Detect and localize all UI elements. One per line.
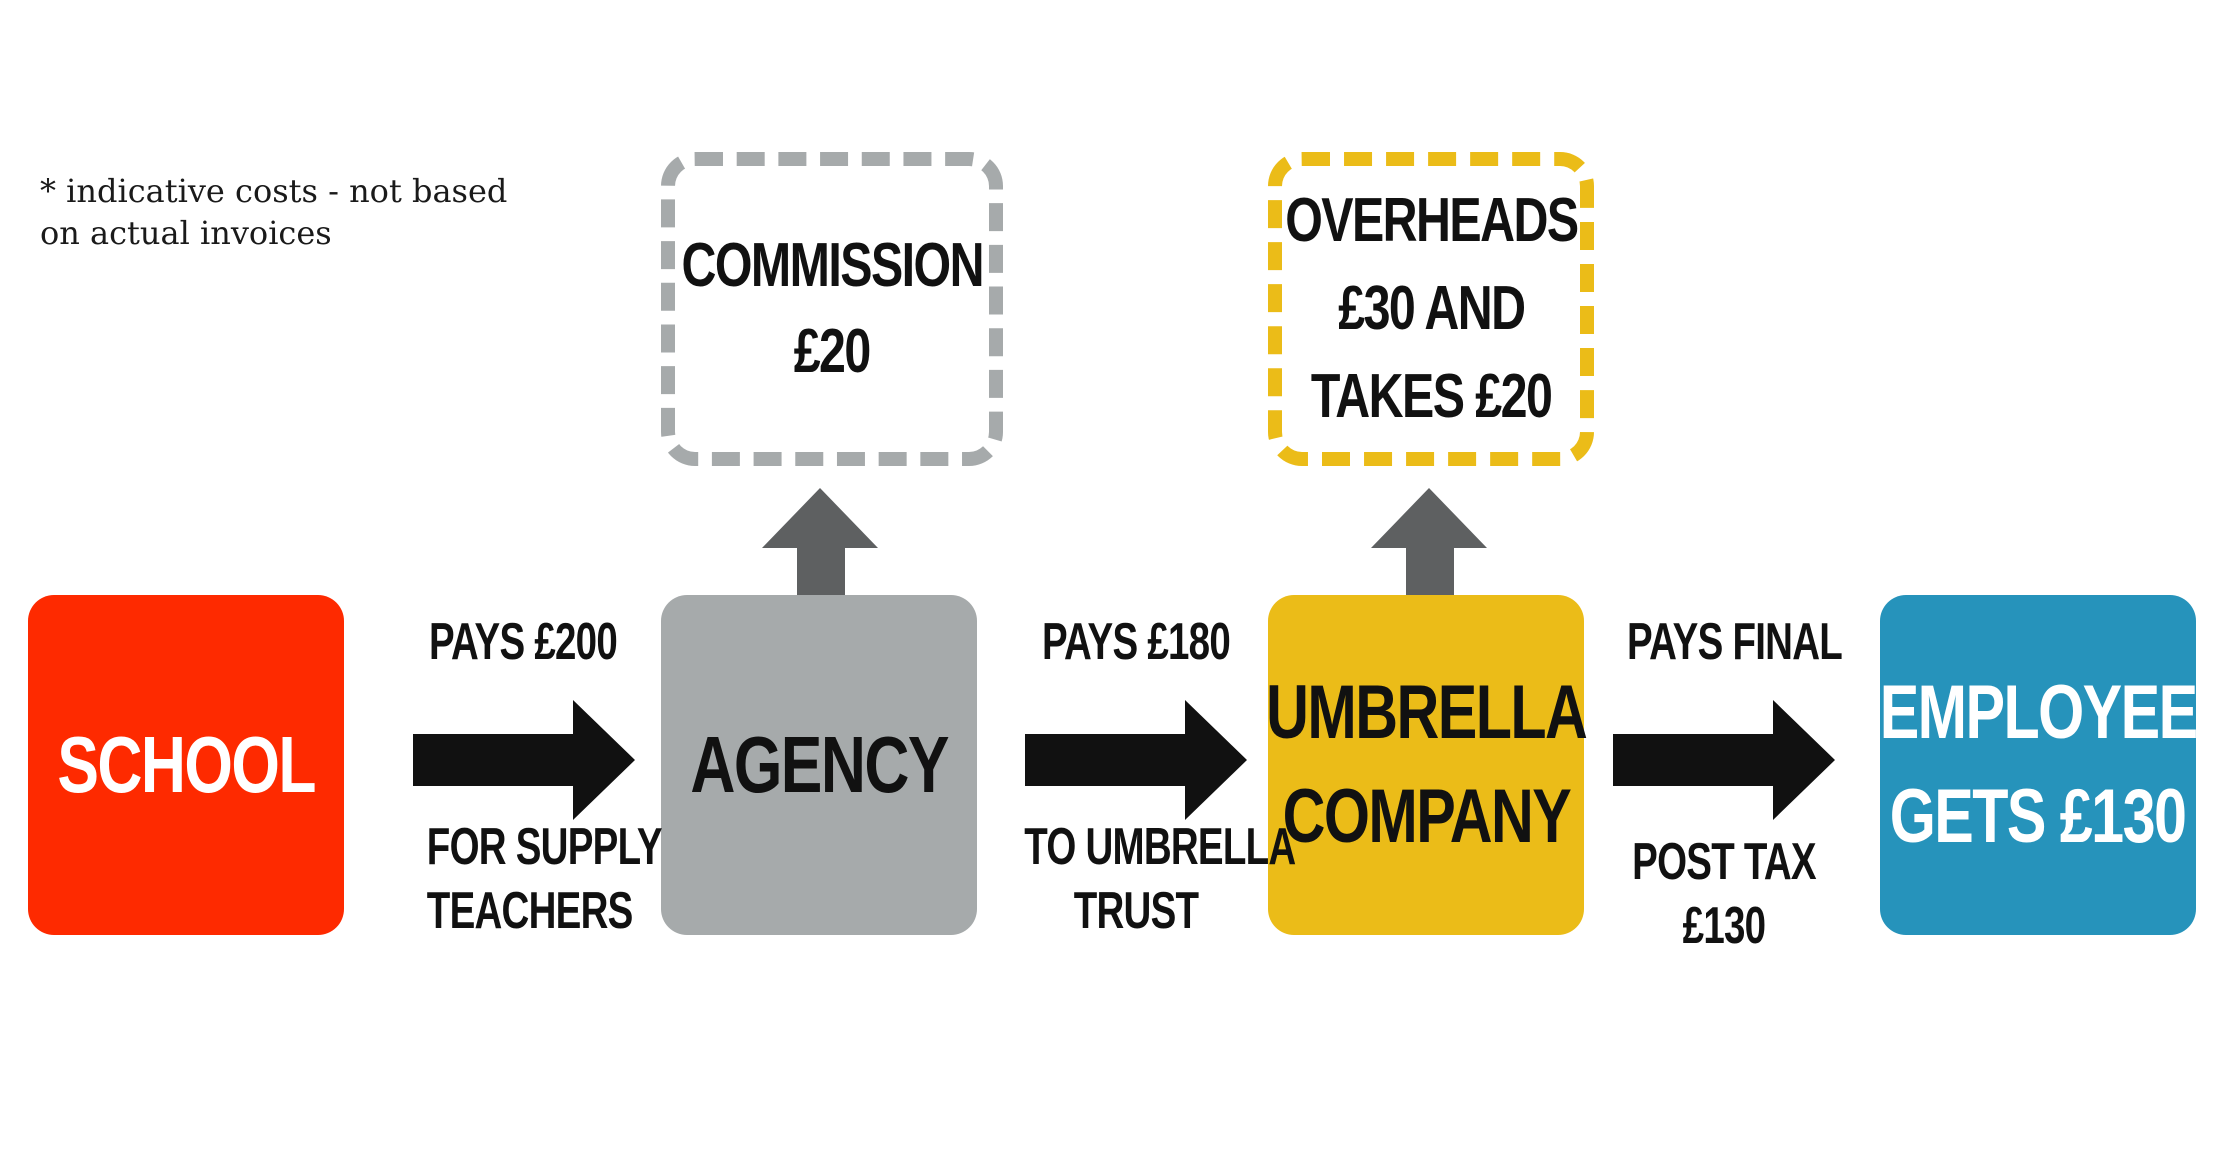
disclaimer-line-2: on actual invoices [40,214,332,252]
disclaimer-note: * indicative costs - not based on actual… [40,170,507,254]
employee-label-line-1: EMPLOYEE [1879,670,2198,755]
arrow2-bottom-line-1: TO UMBRELLA [1024,818,1296,876]
arrow-umbrella-to-employee [1613,700,1835,820]
disclaimer-line-1: * indicative costs - not based [40,172,508,210]
commission-label-line-2: £20 [793,317,872,386]
up-arrow-umbrella-to-overheads [1371,488,1487,597]
arrow3-top-text: PAYS FINAL [1627,613,1843,671]
employee-label-line-2: GETS £130 [1890,774,2187,859]
arrow2-top-label: PAYS £180 [1005,610,1267,674]
arrow3-bottom-label: POST TAX £130 [1593,830,1855,958]
overheads-label-line-2: £30 AND [1337,274,1526,343]
agency-box: AGENCY [661,595,977,935]
arrow2-top-text: PAYS £180 [1041,613,1231,671]
commission-label-line-1: COMMISSION [681,231,984,300]
arrow-school-to-agency [413,700,635,820]
overheads-label-line-3: TAKES £20 [1310,362,1553,431]
arrow-agency-to-umbrella [1025,700,1247,820]
school-box: SCHOOL [28,595,344,935]
umbrella-label-line-2: COMPANY [1282,774,1571,859]
agency-label: AGENCY [690,720,949,809]
arrow1-bottom-line-1: FOR SUPPLY [426,818,663,876]
school-label: SCHOOL [57,720,316,809]
arrow2-bottom-line-2: TRUST [1073,882,1199,940]
arrow1-top-label: PAYS £200 [393,610,653,674]
arrow3-top-label: PAYS FINAL [1593,610,1855,674]
umbrella-company-box: UMBRELLA COMPANY [1265,595,1588,935]
arrow1-bottom-line-2: TEACHERS [426,882,633,940]
arrow3-bottom-line-1: POST TAX [1632,833,1816,891]
overheads-label-line-1: OVERHEADS [1284,186,1579,255]
commission-box: COMMISSION £20 [661,152,1003,466]
arrow1-bottom-label: FOR SUPPLY TEACHERS [393,815,663,943]
arrow3-bottom-line-2: £130 [1682,897,1766,955]
employee-box: EMPLOYEE GETS £130 [1879,595,2198,935]
arrow1-top-text: PAYS £200 [428,613,618,671]
umbrella-label-line-1: UMBRELLA [1265,670,1588,755]
up-arrow-agency-to-commission [762,488,878,597]
overheads-box: OVERHEADS £30 AND TAKES £20 [1268,152,1594,466]
arrow2-bottom-label: TO UMBRELLA TRUST [985,815,1296,943]
